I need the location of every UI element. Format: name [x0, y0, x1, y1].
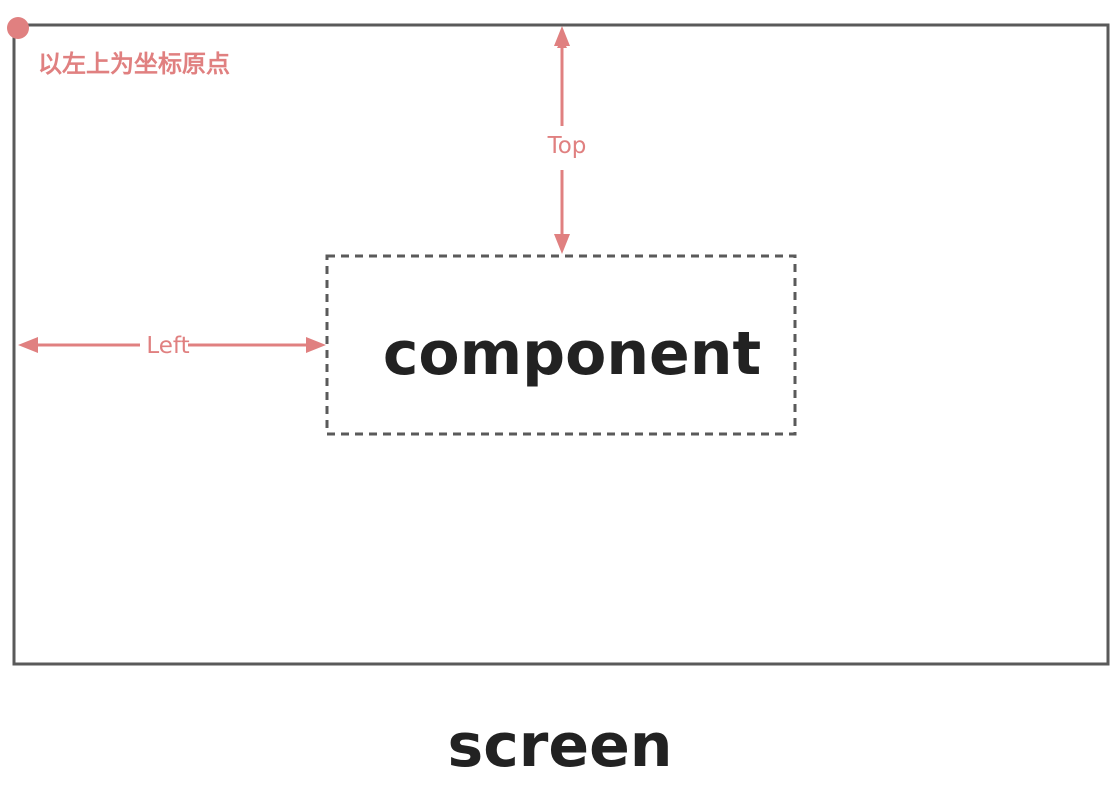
left-arrow-head-right: [306, 337, 326, 353]
component-label: component: [383, 319, 761, 389]
left-label: Left: [146, 333, 189, 359]
origin-dot: [7, 17, 29, 39]
screen-label: screen: [448, 711, 673, 781]
top-arrow-head-up: [554, 26, 570, 46]
screen-frame: [12, 23, 1110, 666]
top-arrow-head-down: [554, 234, 570, 254]
top-label: Top: [547, 133, 587, 159]
origin-note: 以左上为坐标原点: [38, 50, 230, 78]
left-arrow-head-left: [18, 337, 38, 353]
